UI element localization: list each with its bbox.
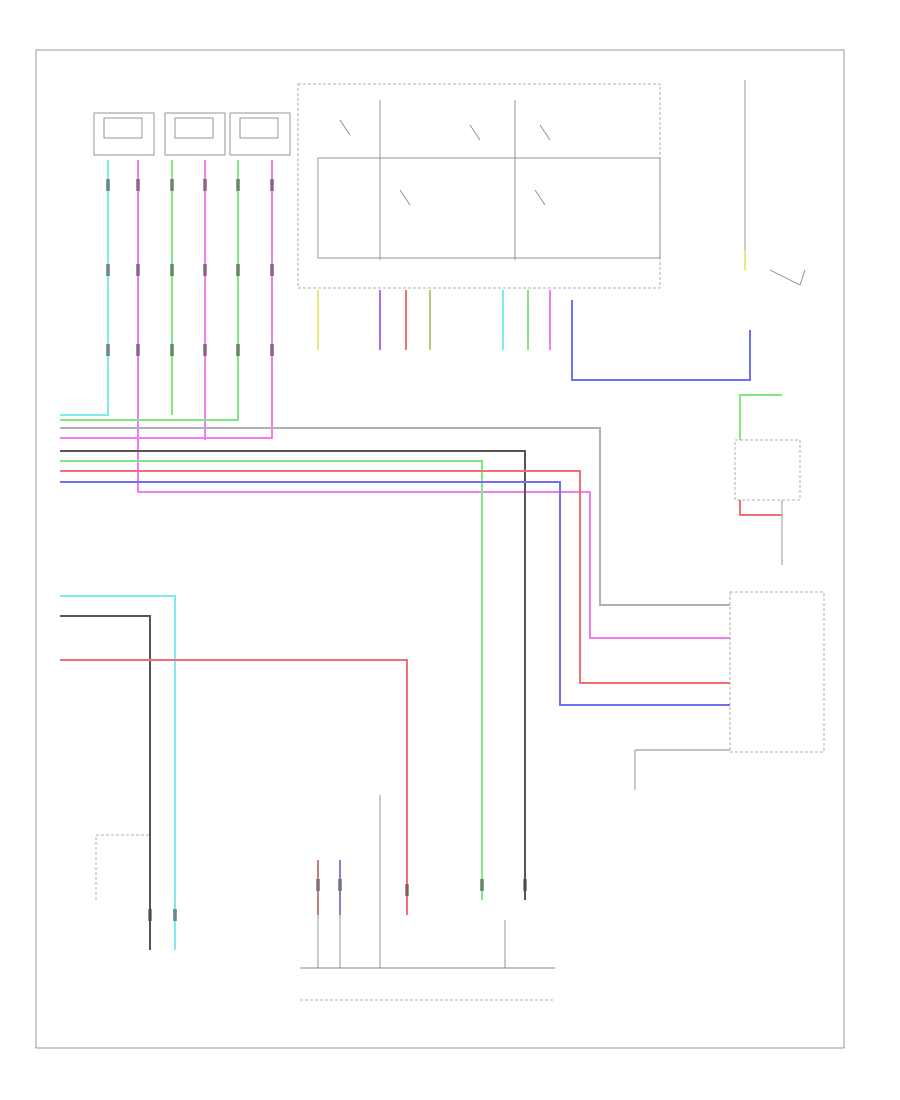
lower-left-connector — [95, 834, 150, 900]
connector-6 — [136, 344, 140, 356]
control-module-outline — [297, 83, 661, 289]
sensor-3-inner — [239, 117, 279, 139]
remote-sensor-group — [93, 112, 291, 156]
sensor-module-3 — [229, 112, 291, 156]
connector-12 — [203, 344, 207, 356]
wire-green-2 — [60, 160, 239, 421]
wire-black-lower — [60, 615, 151, 950]
door-lock-actuator — [634, 591, 825, 790]
door-switch-outline — [734, 439, 801, 501]
control-module-inner — [317, 157, 661, 259]
wire-blue-main — [60, 481, 730, 706]
wire-cyan-left — [60, 160, 109, 416]
sensor-module-2 — [164, 112, 226, 156]
key-switch-icon — [769, 269, 806, 286]
connector-1 — [106, 179, 110, 191]
sensor-2-inner — [174, 117, 214, 139]
connector-3 — [106, 344, 110, 356]
wire-cyan-lower — [60, 595, 176, 950]
connector-11 — [203, 264, 207, 276]
connector-13 — [236, 179, 240, 191]
wire-black-main — [60, 450, 526, 900]
fuse-block — [744, 80, 806, 286]
connector-19 — [173, 909, 177, 921]
wire-harness — [60, 160, 782, 950]
switch-2-icon — [469, 124, 481, 141]
control-module — [297, 83, 661, 289]
connector-20 — [148, 909, 152, 921]
switch-3-icon — [539, 124, 551, 141]
wire-magenta-left — [137, 160, 730, 639]
connector-2 — [106, 264, 110, 276]
switch-4-icon — [399, 189, 411, 206]
wire-magenta-3 — [60, 160, 273, 439]
wire-red-main — [60, 470, 730, 684]
connector-23 — [523, 879, 527, 891]
wire-gray-main — [60, 427, 730, 606]
connector-14 — [236, 264, 240, 276]
connector-9 — [170, 344, 174, 356]
wire-blue-ctrl — [571, 300, 751, 381]
lower-left-dash-wire — [95, 834, 150, 900]
switch-1-icon — [339, 119, 351, 136]
wire-green-right — [739, 394, 782, 440]
connector-16 — [270, 179, 274, 191]
diagram-frame — [35, 49, 845, 1049]
connector-22 — [480, 879, 484, 891]
connector-15 — [236, 344, 240, 356]
bottom-modules — [300, 795, 555, 1001]
wire-red-lower — [60, 659, 408, 915]
switch-5-icon — [534, 189, 546, 206]
connector-8 — [170, 264, 174, 276]
connector-10 — [203, 179, 207, 191]
door-lock-outline — [729, 591, 825, 753]
wire-red-right — [739, 500, 782, 516]
connector-5 — [136, 264, 140, 276]
sensor-1-inner — [103, 117, 143, 139]
connector-17 — [270, 264, 274, 276]
sensor-module-1 — [93, 112, 155, 156]
connector-7 — [170, 179, 174, 191]
connector-21 — [405, 884, 409, 896]
door-switch-relay — [734, 439, 801, 565]
connector-18 — [270, 344, 274, 356]
wire-green-main — [60, 460, 483, 900]
connector-4 — [136, 179, 140, 191]
